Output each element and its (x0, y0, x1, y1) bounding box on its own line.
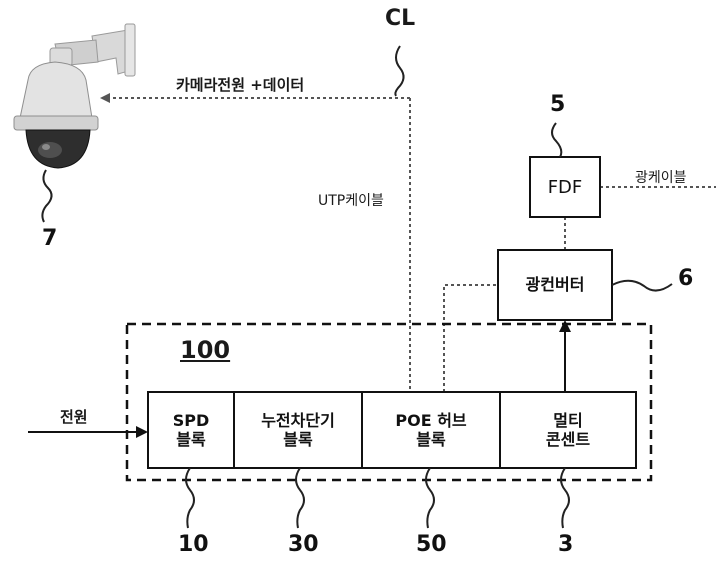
fiber-cable-label: 광케이블 (635, 170, 687, 186)
optical-converter-label: 광컨버터 (525, 275, 585, 294)
camera-power-data-label: 카메라전원 +데이터 (176, 76, 305, 94)
optical-converter-box (497, 249, 613, 321)
enclosure-100 (125, 322, 653, 482)
poe-hub-block-label: POE 허브 블록 (395, 411, 467, 449)
ref-poe: 50 (416, 532, 447, 557)
power-in-arrowhead (136, 426, 148, 438)
enclosure-ref-label: 100 (180, 336, 231, 364)
fdf-box (529, 156, 601, 218)
outlet-to-converter-arrowhead (559, 320, 571, 332)
ptz-dome-camera-icon (13, 23, 136, 169)
power-in-label: 전원 (60, 408, 88, 426)
poe-to-converter-line (443, 284, 498, 392)
ref-spd: 10 (178, 532, 209, 557)
camera-arrowhead (100, 93, 110, 103)
ref-fdf: 5 (550, 92, 566, 117)
block-row (147, 391, 637, 469)
ref-outlet: 3 (558, 532, 574, 557)
breaker-block-label: 누전차단기 블록 (261, 411, 335, 449)
leader-lines (41, 45, 673, 529)
ref-camera: 7 (42, 226, 58, 251)
utp-cable-label: UTP케이블 (318, 193, 384, 209)
ref-breaker: 30 (288, 532, 319, 557)
connection-lines (108, 97, 716, 392)
multi-outlet-label: 멀티 콘센트 (545, 411, 591, 449)
fdf-label: FDF (547, 177, 583, 198)
spd-block-label: SPD 블록 (172, 411, 210, 449)
cl-label: CL (385, 6, 416, 31)
ref-optical-converter: 6 (678, 266, 694, 291)
